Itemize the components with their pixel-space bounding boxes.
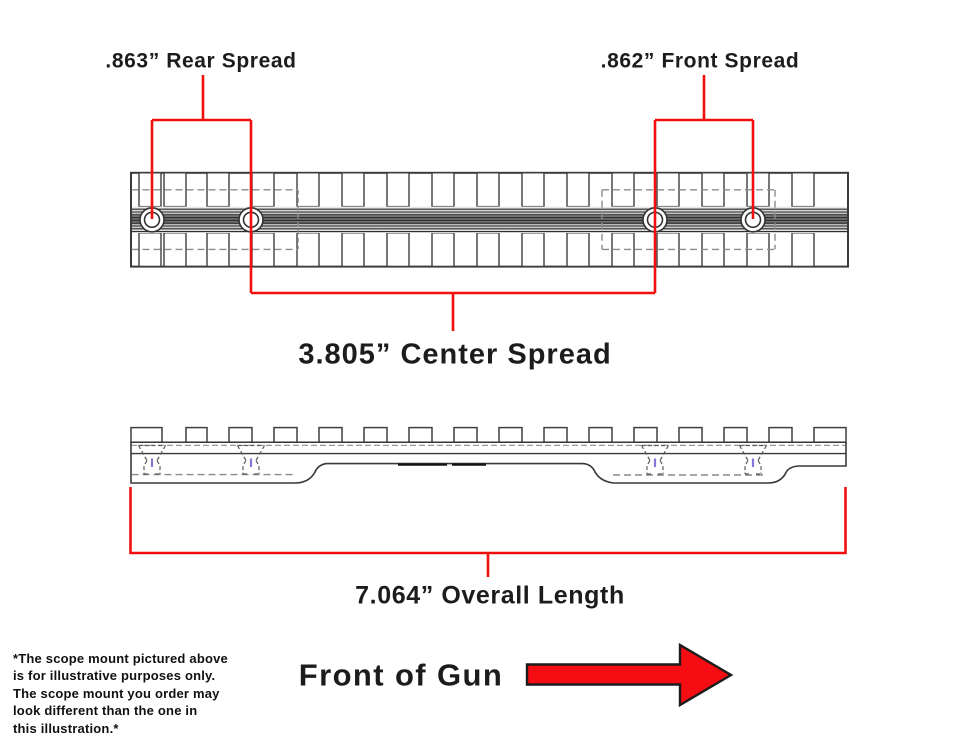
rear-spread-label: .863” Rear Spread (105, 49, 297, 73)
rail-side-view (130, 426, 847, 484)
disclaimer-line: this illustration.* (13, 720, 119, 736)
disclaimer-line: is for illustrative purposes only. (13, 668, 216, 684)
rear-spread-dimension-line (150, 75, 253, 293)
rail-top-view (130, 171, 849, 268)
screw-hole (139, 207, 165, 233)
disclaimer-line: look different than the one in (13, 703, 198, 719)
screw-hole (740, 207, 766, 233)
front-spread-label: .862” Front Spread (600, 49, 800, 73)
rail-teeth (130, 426, 847, 443)
center-spread-dimension-line (251, 291, 655, 331)
front-of-gun-label: Front of Gun (298, 657, 504, 693)
overall-length-label: 7.064” Overall Length (355, 581, 625, 610)
front-spread-dimension-line (653, 75, 755, 293)
screw-holes-top-view (139, 207, 766, 233)
disclaimer-line: The scope mount you order may (13, 685, 220, 701)
screw-holes-side-view (137, 444, 768, 476)
dimension-lines (129, 75, 847, 577)
disclaimer-line: *The scope mount pictured above (13, 651, 228, 666)
center-spread-label: 3.805” Center Spread (298, 338, 612, 371)
hidden-outline-dashes (131, 189, 776, 251)
overall-length-dimension-line (129, 487, 847, 577)
disclaimer-note: *The scope mount pictured above is for i… (13, 650, 263, 737)
right-arrow-icon (525, 642, 734, 708)
side-profile-outline (130, 442, 847, 484)
